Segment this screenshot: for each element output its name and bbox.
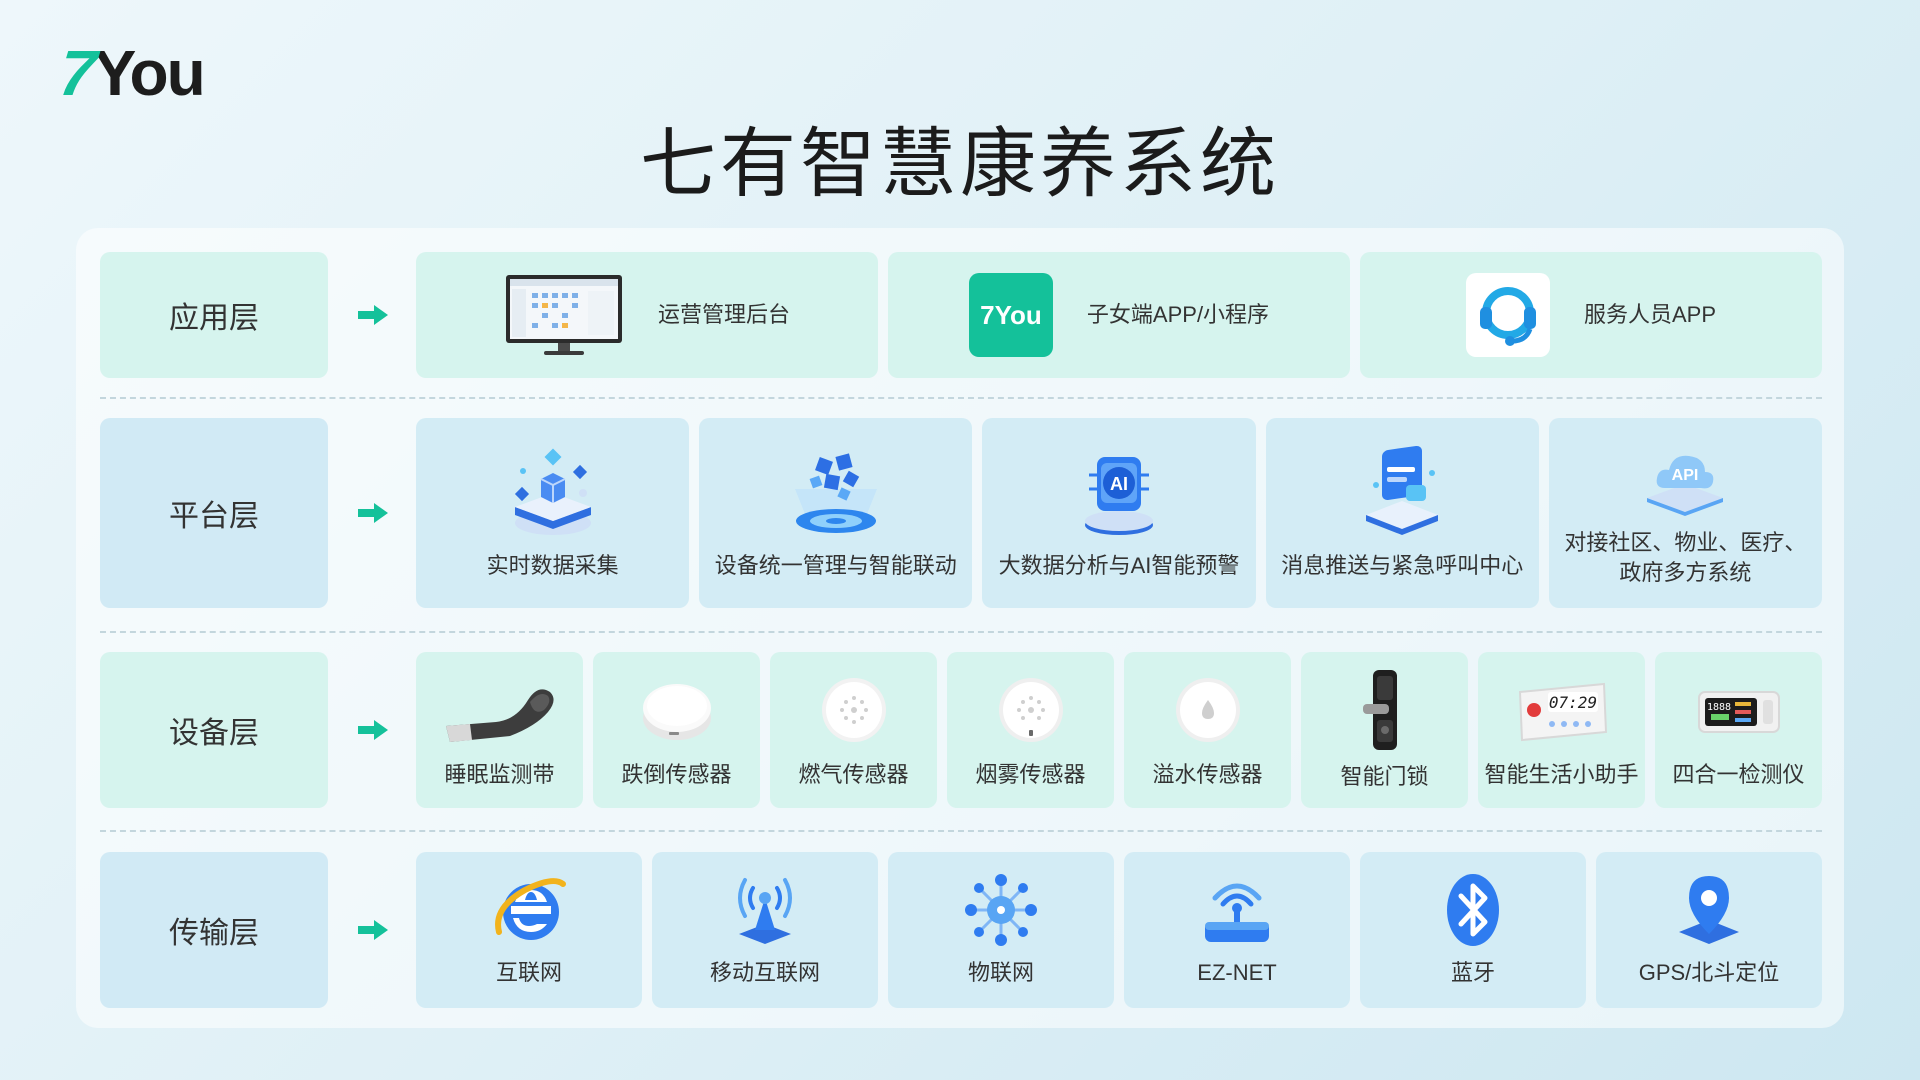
transport-item-gps[interactable]: GPS/北斗定位 (1596, 852, 1822, 1008)
layer-label-device: 设备层 (100, 652, 328, 808)
sleep-belt-icon (445, 689, 554, 743)
device-item-sleep-belt[interactable]: 睡眠监测带 (416, 652, 583, 808)
layer-application: 应用层 运营管理后台 7You 子女端APP/小程序 (100, 252, 1822, 378)
layer-divider (100, 397, 1822, 399)
device-item-label: 跌倒传感器 (621, 762, 732, 788)
api-cloud-icon: API (1647, 456, 1724, 517)
life-assistant-icon: 07:29 (1518, 683, 1607, 742)
device-item-smart-lock[interactable]: 智能门锁 (1301, 652, 1468, 808)
app-item-label: 服务人员APP (1583, 302, 1717, 328)
platform-item-label: 设备统一管理与智能联动 (714, 553, 957, 579)
device-item-life-assistant[interactable]: 07:29 智能生活小助手 (1478, 652, 1645, 808)
device-item-label: 溢水传感器 (1152, 762, 1263, 788)
detector-readout-text: 1888 (1706, 702, 1730, 713)
mobile-tower-icon (738, 878, 792, 945)
transport-item-internet[interactable]: 互联网 (416, 852, 642, 1008)
layer-transport: 传输层 互联网 移动互联网 (100, 852, 1822, 1008)
layer-label-transport: 传输层 (100, 852, 328, 1008)
platform-item-message-center[interactable]: 消息推送与紧急呼叫中心 (1265, 418, 1539, 608)
platform-item-label: 消息推送与紧急呼叫中心 (1281, 553, 1524, 579)
internet-explorer-icon (495, 878, 566, 941)
platform-item-label-line2: 政府多方系统 (1619, 560, 1752, 585)
app-item-label: 运营管理后台 (657, 302, 790, 328)
water-sensor-icon (1175, 678, 1240, 743)
device-item-label: 智能门锁 (1340, 764, 1429, 790)
transport-item-label: GPS/北斗定位 (1638, 960, 1780, 986)
platform-item-ai-analysis[interactable]: AI 大数据分析与AI智能预警 (982, 418, 1256, 608)
transport-item-ez-net[interactable]: EZ-NET (1124, 852, 1350, 1008)
device-item-label: 睡眠监测带 (444, 762, 555, 788)
app-item-ops-console[interactable]: 运营管理后台 (416, 252, 878, 378)
gas-sensor-icon (821, 678, 886, 743)
layer-divider (100, 830, 1822, 832)
bluetooth-icon (1447, 874, 1499, 947)
platform-item-device-management[interactable]: 设备统一管理与智能联动 (699, 418, 973, 608)
transport-item-iot[interactable]: 物联网 (888, 852, 1114, 1008)
device-item-label: 四合一检测仪 (1672, 762, 1805, 788)
transport-item-mobile-internet[interactable]: 移动互联网 (652, 852, 878, 1008)
arrow-right-icon (356, 501, 390, 525)
7you-app-icon: 7You (968, 273, 1053, 357)
platform-item-label: 实时数据采集 (486, 553, 619, 579)
app-item-staff-app[interactable]: 服务人员APP (1360, 252, 1822, 378)
message-push-icon (1366, 446, 1439, 536)
api-icon-text: API (1672, 467, 1699, 484)
four-in-one-detector-icon: 1888 (1697, 691, 1780, 734)
device-item-label: 燃气传感器 (798, 762, 909, 788)
data-collection-cube-icon (514, 448, 591, 536)
platform-item-data-collection[interactable]: 实时数据采集 (416, 418, 690, 608)
arrow-right-icon (356, 303, 390, 327)
app-item-family-app[interactable]: 7You 子女端APP/小程序 (888, 252, 1350, 378)
ez-net-router-icon (1205, 883, 1269, 943)
arrow-right-icon (356, 918, 390, 942)
platform-item-label: 大数据分析与AI智能预警 (998, 553, 1240, 579)
device-management-cubes-icon (794, 453, 877, 534)
smoke-sensor-icon (998, 678, 1063, 743)
platform-item-label-line1: 对接社区、物业、医疗、 (1564, 530, 1807, 556)
device-item-gas-sensor[interactable]: 燃气传感器 (770, 652, 937, 808)
platform-item-third-party-api[interactable]: API 对接社区、物业、医疗、 政府多方系统 (1548, 418, 1823, 608)
ai-icon-text: AI (1110, 474, 1128, 494)
page-title: 七有智慧康养系统 (640, 119, 1280, 208)
layer-platform: 平台层 实时数据采集 (100, 418, 1823, 608)
monitor-dashboard-icon (505, 275, 622, 355)
device-item-label: 智能生活小助手 (1484, 762, 1639, 788)
layer-label-platform: 平台层 (100, 418, 328, 608)
transport-item-bluetooth[interactable]: 蓝牙 (1360, 852, 1586, 1008)
assistant-clock-text: 07:29 (1548, 693, 1596, 712)
app-icon-text: 7You (980, 300, 1042, 330)
arrow-right-icon (356, 718, 390, 742)
transport-item-label: EZ-NET (1197, 960, 1277, 986)
transport-item-label: 移动互联网 (709, 960, 820, 986)
layer-divider (100, 631, 1822, 633)
layer-device: 设备层 睡眠监测带 跌倒传感器 燃气传 (100, 652, 1822, 808)
gps-pin-icon (1679, 876, 1739, 945)
device-item-water-sensor[interactable]: 溢水传感器 (1124, 652, 1291, 808)
device-item-smoke-sensor[interactable]: 烟雾传感器 (947, 652, 1114, 808)
device-item-fall-sensor[interactable]: 跌倒传感器 (593, 652, 760, 808)
logo-seven: 7 (56, 37, 98, 109)
transport-item-label: 蓝牙 (1450, 960, 1495, 986)
transport-item-label: 互联网 (495, 960, 562, 986)
logo-you: You (93, 37, 206, 109)
device-item-label: 烟雾传感器 (975, 762, 1086, 788)
headset-service-icon (1465, 273, 1550, 357)
smart-lock-icon (1362, 670, 1397, 751)
ai-chip-icon: AI (1085, 457, 1153, 536)
layer-label-application: 应用层 (100, 252, 328, 378)
app-item-label: 子女端APP/小程序 (1086, 302, 1270, 328)
device-item-detector[interactable]: 1888 四合一检测仪 (1655, 652, 1822, 808)
fall-sensor-icon (642, 684, 711, 741)
transport-item-label: 物联网 (967, 960, 1034, 986)
iot-network-icon (965, 874, 1037, 947)
